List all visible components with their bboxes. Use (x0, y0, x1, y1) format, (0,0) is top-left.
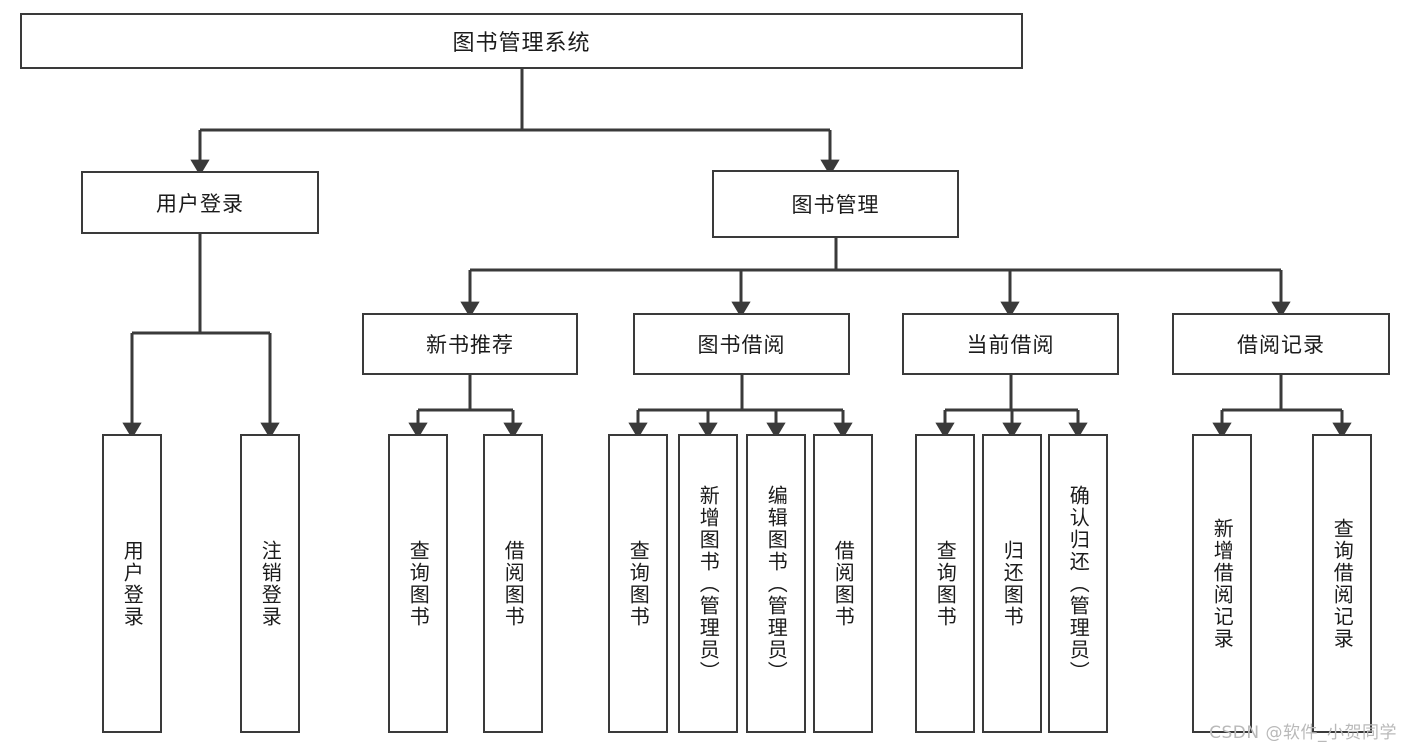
node-user-login: 用户登录 (81, 171, 319, 234)
node-label: 图书借阅 (697, 333, 786, 357)
node-label: 借阅图书 (501, 539, 526, 628)
node-leaf-query-record: 查询借阅记录 (1312, 434, 1372, 733)
node-book-borrow: 图书借阅 (633, 313, 850, 375)
node-label: 借阅记录 (1237, 333, 1325, 357)
node-current-borrow: 当前借阅 (902, 313, 1119, 375)
node-label: 新增借阅记录 (1210, 517, 1235, 650)
node-leaf-user-login: 用户登录 (102, 434, 162, 733)
node-leaf-return-book: 归还图书 (982, 434, 1042, 733)
node-label: 用户登录 (120, 539, 145, 628)
csdn-watermark: CSDN @软件_小贺同学 (1209, 723, 1397, 743)
node-label: 查询借阅记录 (1330, 517, 1355, 650)
node-label: 当前借阅 (966, 333, 1055, 357)
node-leaf-edit-book: 编辑图书（管理员） (746, 434, 806, 733)
node-leaf-add-record: 新增借阅记录 (1192, 434, 1252, 733)
node-label: 编辑图书（管理员） (764, 484, 789, 683)
node-new-book-rec: 新书推荐 (362, 313, 578, 375)
node-leaf-logout: 注销登录 (240, 434, 300, 733)
node-label: 新增图书（管理员） (696, 484, 721, 683)
node-leaf-query-book-borrow: 查询图书 (608, 434, 668, 733)
node-leaf-borrow-book: 借阅图书 (813, 434, 873, 733)
node-label: 查询图书 (626, 539, 651, 628)
node-label: 注销登录 (258, 539, 283, 628)
node-label: 归还图书 (1000, 539, 1025, 628)
node-label: 用户登录 (156, 191, 244, 216)
node-root: 图书管理系统 (20, 13, 1023, 69)
node-borrow-record: 借阅记录 (1172, 313, 1390, 375)
node-leaf-query-book-cur: 查询图书 (915, 434, 975, 733)
node-leaf-borrow-book-rec: 借阅图书 (483, 434, 543, 733)
node-label: 图书管理系统 (452, 31, 591, 56)
node-label: 查询图书 (406, 539, 431, 628)
node-book-manage: 图书管理 (712, 170, 959, 238)
node-label: 借阅图书 (831, 539, 856, 628)
node-leaf-confirm-return: 确认归还（管理员） (1048, 434, 1108, 733)
node-label: 确认归还（管理员） (1066, 484, 1091, 683)
node-label: 查询图书 (933, 539, 958, 628)
node-label: 图书管理 (791, 193, 880, 217)
node-leaf-add-book: 新增图书（管理员） (678, 434, 738, 733)
node-label: 新书推荐 (426, 333, 514, 357)
node-leaf-query-book-rec: 查询图书 (388, 434, 448, 733)
